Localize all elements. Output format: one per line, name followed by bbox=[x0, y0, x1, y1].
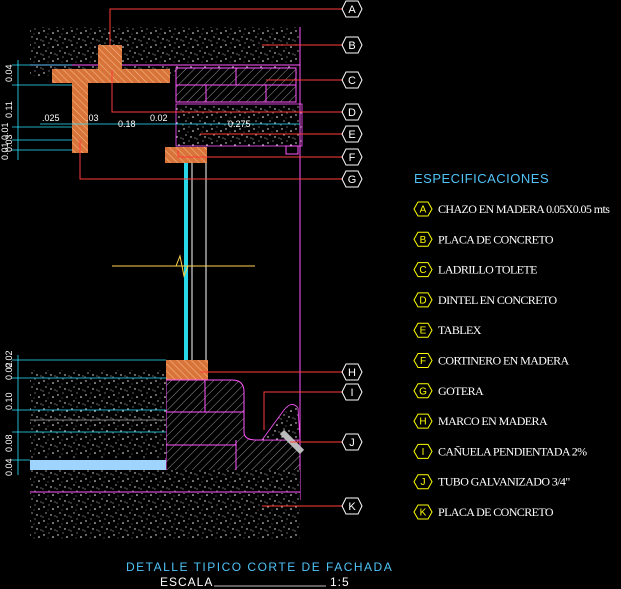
sloped-channel bbox=[261, 404, 301, 441]
interior-floor bbox=[30, 460, 300, 493]
dimension-lines bbox=[12, 60, 300, 475]
wood-nailer-a bbox=[98, 45, 122, 69]
dim-v-top-4: 0.01 bbox=[0, 142, 10, 160]
callout-tag-g: G bbox=[341, 170, 363, 188]
callout-tag-e: E bbox=[341, 125, 363, 143]
spec-item-g: G GOTERA bbox=[413, 383, 485, 399]
spec-text: GOTERA bbox=[438, 384, 484, 398]
gutter-drip bbox=[285, 145, 299, 155]
dim-v-bot-1: 0.02 bbox=[4, 362, 14, 380]
drawing-title: DETALLE TIPICO CORTE DE FACHADA bbox=[126, 560, 393, 574]
callout-tag-h: H bbox=[341, 363, 363, 381]
spec-letter: E bbox=[420, 326, 427, 337]
spec-letter: J bbox=[421, 477, 426, 488]
spec-text: CHAZO EN MADERA 0.05X0.05 mts bbox=[438, 202, 610, 216]
brick-wall-top bbox=[175, 67, 297, 103]
wood-frame-h bbox=[166, 360, 208, 380]
dim-v-top-0: 0.04 bbox=[4, 64, 14, 82]
spec-letter: C bbox=[419, 265, 426, 276]
spec-item-f: F CORTINERO EN MADERA bbox=[413, 353, 570, 368]
callout-letter: D bbox=[348, 107, 356, 119]
spec-text: MARCO EN MADERA bbox=[438, 414, 548, 428]
left-wall-below bbox=[30, 370, 166, 458]
dim-v-top-3: 0.03 bbox=[4, 134, 14, 152]
scale-value: 1:5 bbox=[330, 575, 350, 589]
spec-text: TABLEX bbox=[438, 323, 482, 337]
callout-letter: E bbox=[348, 129, 355, 141]
spec-letter: H bbox=[419, 417, 426, 428]
callout-letter: J bbox=[349, 437, 355, 449]
callout-tag-i: I bbox=[341, 383, 363, 401]
spec-item-b: B PLACA DE CONCRETO bbox=[413, 231, 554, 247]
spec-item-a: A CHAZO EN MADERA 0.05X0.05 mts bbox=[413, 201, 611, 217]
callout-letter: F bbox=[349, 152, 356, 164]
callout-letter: K bbox=[348, 501, 356, 513]
dim-h-2: 0.18 bbox=[118, 119, 136, 129]
concrete-lintel bbox=[175, 103, 303, 147]
spec-item-c: C LADRILLO TOLETE bbox=[413, 262, 538, 278]
callout-letter: H bbox=[348, 367, 356, 379]
dim-h-0: .025 bbox=[42, 113, 60, 123]
callout-letter: B bbox=[348, 40, 355, 52]
specs-title: ESPECIFICACIONES bbox=[414, 171, 549, 186]
spec-text: CORTINERO EN MADERA bbox=[438, 354, 569, 368]
callout-tag-j: J bbox=[341, 433, 363, 451]
dim-v-bot-4: 0.04 bbox=[4, 458, 14, 476]
wood-curtain-rail bbox=[165, 147, 207, 163]
break-line-symbol bbox=[112, 254, 255, 278]
scale-label: ESCALA bbox=[160, 575, 213, 589]
dim-v-top-1: 0.11 bbox=[4, 101, 14, 118]
spec-item-j: J TUBO GALVANIZADO 3/4" bbox=[413, 474, 571, 490]
spec-item-d: D DINTEL EN CONCRETO bbox=[413, 292, 558, 308]
callout-letter: A bbox=[348, 4, 356, 16]
spec-letter: K bbox=[420, 508, 427, 519]
callout-letter: G bbox=[348, 174, 357, 186]
spec-letter: A bbox=[420, 205, 427, 216]
callout-tag-a: A bbox=[341, 0, 363, 18]
dim-v-bot-3: 0.08 bbox=[4, 434, 14, 452]
bottom-slab bbox=[30, 493, 300, 539]
spec-item-e: E TABLEX bbox=[413, 322, 482, 338]
spec-text: PLACA DE CONCRETO bbox=[438, 232, 554, 246]
spec-item-k: K PLACA DE CONCRETO bbox=[413, 504, 554, 520]
callout-letter: C bbox=[348, 75, 356, 87]
dim-v-bot-2: 0.10 bbox=[4, 392, 14, 410]
spec-text: LADRILLO TOLETE bbox=[438, 263, 537, 277]
spec-letter: I bbox=[422, 447, 425, 458]
spec-item-i: I CAÑUELA PENDIENTADA 2% bbox=[413, 443, 588, 459]
spec-text: PLACA DE CONCRETO bbox=[438, 505, 554, 519]
spec-letter: G bbox=[419, 386, 427, 397]
callout-leaders bbox=[79, 8, 343, 507]
spec-letter: D bbox=[419, 295, 426, 306]
spec-item-h: H MARCO EN MADERA bbox=[413, 413, 549, 429]
spec-letter: B bbox=[420, 235, 427, 246]
dim-h-4: 0.275 bbox=[228, 119, 251, 129]
dim-h-3: 0.02 bbox=[150, 113, 168, 123]
callout-letter: I bbox=[350, 387, 353, 399]
dim-v-top-2: 0.01 bbox=[0, 122, 10, 140]
callout-tag-k: K bbox=[341, 497, 363, 515]
callout-tag-f: F bbox=[341, 148, 363, 166]
brick-sill-wall bbox=[165, 379, 301, 487]
spec-text: CAÑUELA PENDIENTADA 2% bbox=[438, 444, 587, 458]
spec-text: DINTEL EN CONCRETO bbox=[438, 293, 557, 307]
wood-beam-top bbox=[52, 69, 170, 153]
spec-letter: F bbox=[420, 356, 426, 367]
dim-v-bot-0: 0.02 bbox=[4, 350, 14, 368]
callout-tag-b: B bbox=[341, 36, 363, 54]
spec-text: TUBO GALVANIZADO 3/4" bbox=[438, 475, 570, 489]
callout-tag-c: C bbox=[341, 71, 363, 89]
dim-h-1: .03 bbox=[86, 113, 99, 123]
callout-tag-d: D bbox=[341, 103, 363, 121]
